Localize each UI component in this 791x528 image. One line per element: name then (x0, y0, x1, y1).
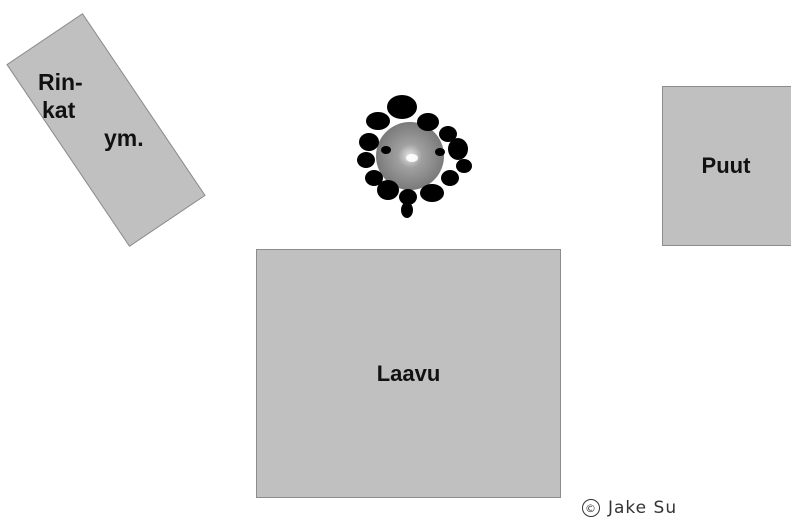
area-puut: Puut (662, 86, 791, 246)
credit-text: Jake Su (608, 498, 678, 518)
puut-label: Puut (701, 153, 751, 178)
copyright-credit: © Jake Su (582, 498, 677, 518)
area-laavu: Laavu (256, 249, 561, 498)
rinkat-label-line-2: kat (42, 97, 76, 123)
area-rinkat-label: Rin- kat ym. (38, 68, 144, 152)
rinkat-label-line-3: ym. (104, 125, 144, 151)
rinkat-label-line-1: Rin- (38, 69, 83, 95)
copyright-icon: © (582, 499, 600, 517)
laavu-label: Laavu (376, 360, 441, 386)
fire-pit-icon (357, 95, 472, 218)
